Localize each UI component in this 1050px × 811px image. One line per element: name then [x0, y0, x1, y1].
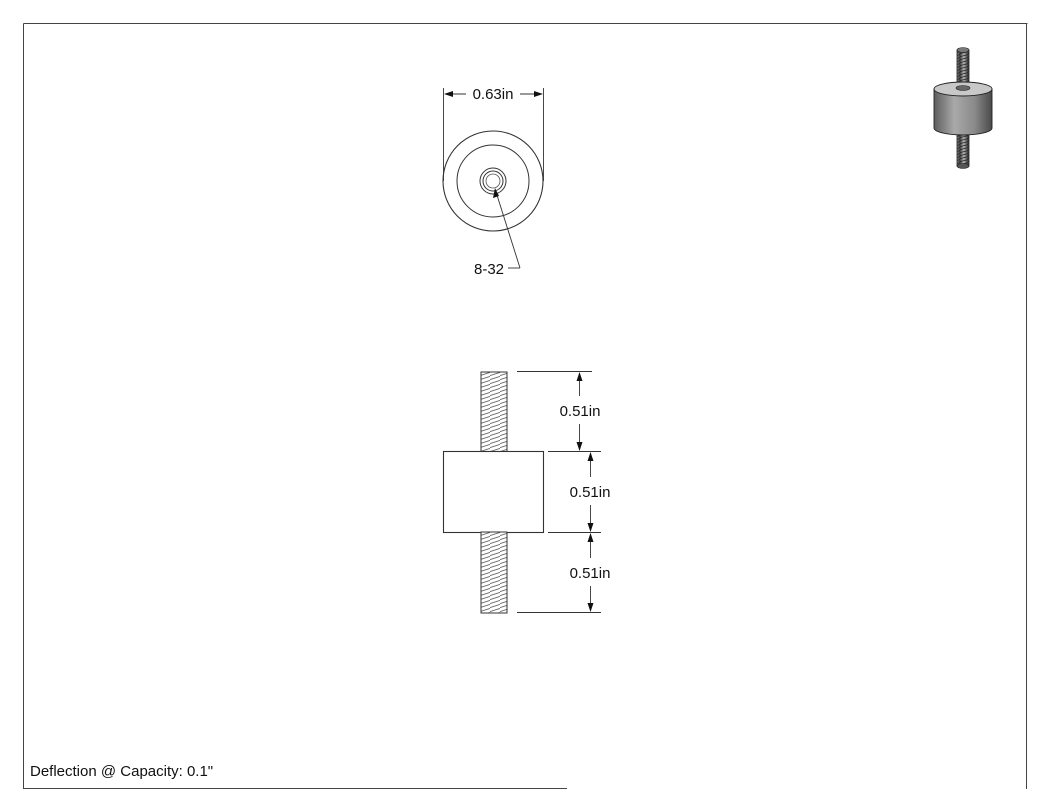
- lower-stud-dimension: 0.51in: [570, 533, 611, 612]
- lower-stud: [480, 531, 508, 614]
- thread-minor-circle: [482, 170, 504, 192]
- upper-stud-length-label: 0.51in: [560, 403, 601, 420]
- thread-hole-circle: [485, 173, 501, 189]
- body-height-label: 0.51in: [570, 484, 611, 501]
- mount-body: [442, 450, 545, 534]
- thread-major-circle: [479, 167, 507, 195]
- sheet-border: [23, 23, 1028, 789]
- top-view: 0.63in 8-32: [442, 86, 544, 278]
- thread-callout: 8-32: [474, 188, 521, 278]
- isometric-preview: [933, 47, 993, 169]
- iso-body: [933, 88, 993, 136]
- diameter-label: 0.63in: [473, 86, 514, 103]
- lower-stud-length-label: 0.51in: [570, 565, 611, 582]
- inner-face-circle: [456, 144, 530, 218]
- upper-stud: [480, 371, 508, 453]
- upper-stud-dimension: 0.51in: [560, 372, 601, 451]
- body-height-dimension: 0.51in: [570, 452, 611, 532]
- side-view: 0.51in 0.51in 0.51in: [442, 371, 611, 614]
- thread-callout-label: 8-32: [474, 261, 504, 278]
- deflection-note: Deflection @ Capacity: 0.1": [30, 763, 213, 780]
- diameter-dimension: 0.63in: [443, 86, 544, 181]
- outer-diameter-circle: [442, 130, 544, 232]
